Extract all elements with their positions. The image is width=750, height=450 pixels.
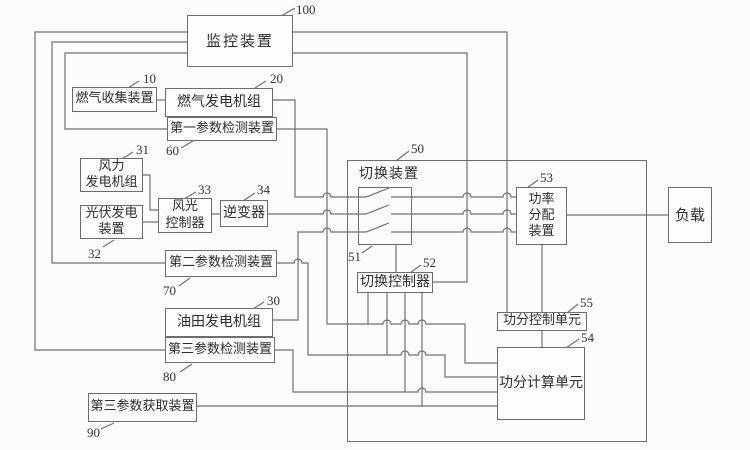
box-switching-device-group: 切换装置 bbox=[347, 160, 647, 442]
line-switch-dist-3 bbox=[412, 227, 516, 233]
ref-label-90: 90 bbox=[87, 425, 100, 440]
switch-blade-2 bbox=[358, 204, 412, 215]
box-switching-controller: 切换控制器 bbox=[357, 272, 433, 293]
ref-label-70: 70 bbox=[163, 283, 176, 298]
ref-label-34: 34 bbox=[257, 182, 270, 197]
ref-label-20: 20 bbox=[270, 71, 283, 86]
box-power-division-control-unit: 功分控制单元 bbox=[497, 312, 587, 331]
line-monitor-pdctrl bbox=[293, 31, 508, 312]
box-monitoring-device: 监控装置 bbox=[187, 15, 293, 67]
line-switch-dist-1 bbox=[412, 192, 516, 198]
line-wind-wsctrl bbox=[143, 174, 158, 211]
box-third-parameter-detector: 第三参数检测装置 bbox=[165, 337, 275, 363]
box-gas-collection-device: 燃气收集装置 bbox=[72, 87, 157, 112]
ref-label-54: 54 bbox=[581, 330, 594, 345]
ref-label-100: 100 bbox=[296, 2, 316, 17]
box-pv-device: 光伏发电 装置 bbox=[80, 205, 143, 239]
line-oilgen-bus bbox=[273, 227, 358, 321]
ref-label-53: 53 bbox=[540, 170, 553, 185]
line-monitor-param2 bbox=[51, 41, 187, 264]
ref-label-31: 31 bbox=[136, 142, 149, 157]
ref-label-80: 80 bbox=[163, 369, 176, 384]
line-inverter-bus bbox=[268, 209, 358, 215]
box-wind-solar-controller: 风光 控制器 bbox=[158, 198, 212, 233]
ref-label-55: 55 bbox=[580, 295, 593, 310]
ref-label-10: 10 bbox=[143, 71, 156, 86]
box-switch-unit bbox=[358, 187, 412, 245]
ref-label-50: 50 bbox=[411, 141, 424, 156]
box-third-parameter-acquisition: 第三参数获取装置 bbox=[88, 393, 197, 422]
box-gas-generator-set: 燃气发电机组 bbox=[165, 88, 273, 117]
box-first-parameter-detector: 第一参数检测装置 bbox=[167, 117, 277, 141]
ref-label-52: 52 bbox=[423, 255, 436, 270]
ref-label-30: 30 bbox=[267, 293, 280, 308]
line-switch-dist-2 bbox=[412, 209, 516, 215]
switch-blade-3 bbox=[358, 222, 412, 233]
switch-blade-1 bbox=[358, 187, 412, 198]
line-monitor-swctrl bbox=[293, 52, 468, 283]
box-second-parameter-detector: 第二参数检测装置 bbox=[165, 250, 277, 277]
switching-device-label: 切换装置 bbox=[359, 166, 419, 182]
box-power-division-calc-unit: 功分计算单元 bbox=[497, 347, 585, 420]
ref-label-51: 51 bbox=[348, 249, 361, 264]
line-param3-route bbox=[275, 349, 497, 393]
ref-leader-lines bbox=[100, 7, 580, 430]
line-swctrl-taps bbox=[367, 293, 423, 406]
ref-label-60: 60 bbox=[166, 143, 179, 158]
line-gasgen-bus bbox=[273, 99, 358, 198]
box-oilfield-generator-set: 油田发电机组 bbox=[165, 308, 273, 337]
box-power-distribution-device: 功率 分配 装置 bbox=[516, 187, 567, 245]
box-load: 负载 bbox=[668, 187, 712, 243]
line-monitor-param3 bbox=[34, 31, 187, 351]
line-monitor-param1 bbox=[64, 52, 187, 130]
box-wind-generator-set: 风力 发电机组 bbox=[80, 158, 143, 192]
box-inverter: 逆变器 bbox=[220, 200, 268, 227]
ref-label-32: 32 bbox=[88, 246, 101, 261]
ref-label-33: 33 bbox=[198, 182, 211, 197]
